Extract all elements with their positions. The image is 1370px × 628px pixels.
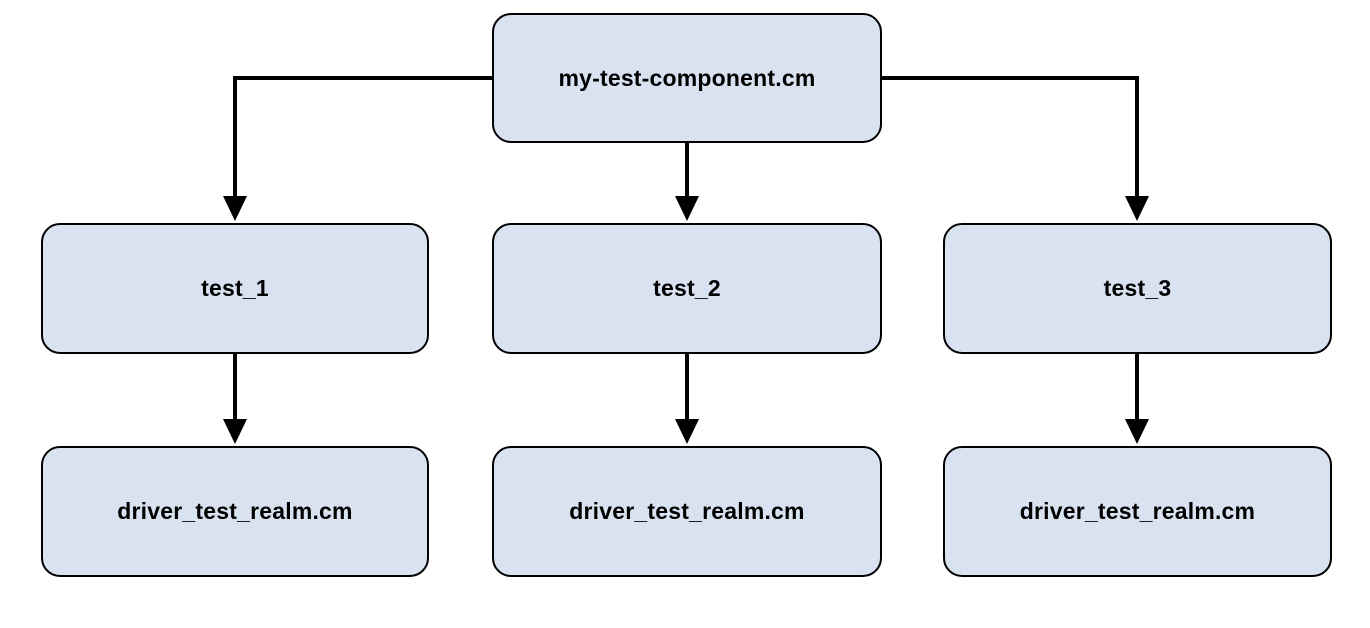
node-driver-test-realm-3: driver_test_realm.cm [943,446,1332,577]
arrowhead-down-icon [223,196,247,221]
node-label: test_3 [1103,275,1172,301]
arrowhead-down-icon [675,419,699,444]
node-test-1: test_1 [41,223,429,354]
edge-root-to-test-2 [675,143,699,221]
node-label: driver_test_realm.cm [569,498,805,524]
arrowhead-down-icon [1125,419,1149,444]
edge-line [882,76,1139,197]
arrowhead-down-icon [223,419,247,444]
node-driver-test-realm-2: driver_test_realm.cm [492,446,882,577]
node-my-test-component: my-test-component.cm [492,13,882,143]
edge-test-1-to-driver [223,354,247,444]
arrowhead-down-icon [675,196,699,221]
node-test-2: test_2 [492,223,882,354]
edge-line [233,76,492,197]
node-driver-test-realm-1: driver_test_realm.cm [41,446,429,577]
node-test-3: test_3 [943,223,1332,354]
node-label: test_2 [653,275,721,301]
node-label: driver_test_realm.cm [117,498,353,524]
node-label: test_1 [201,275,269,301]
edge-root-to-test-1 [223,76,492,221]
edge-test-2-to-driver [675,354,699,444]
arrowhead-down-icon [1125,196,1149,221]
node-label: my-test-component.cm [558,64,816,91]
node-label: driver_test_realm.cm [1019,498,1256,524]
edge-test-3-to-driver [1125,354,1149,444]
edge-root-to-test-3 [882,76,1149,221]
